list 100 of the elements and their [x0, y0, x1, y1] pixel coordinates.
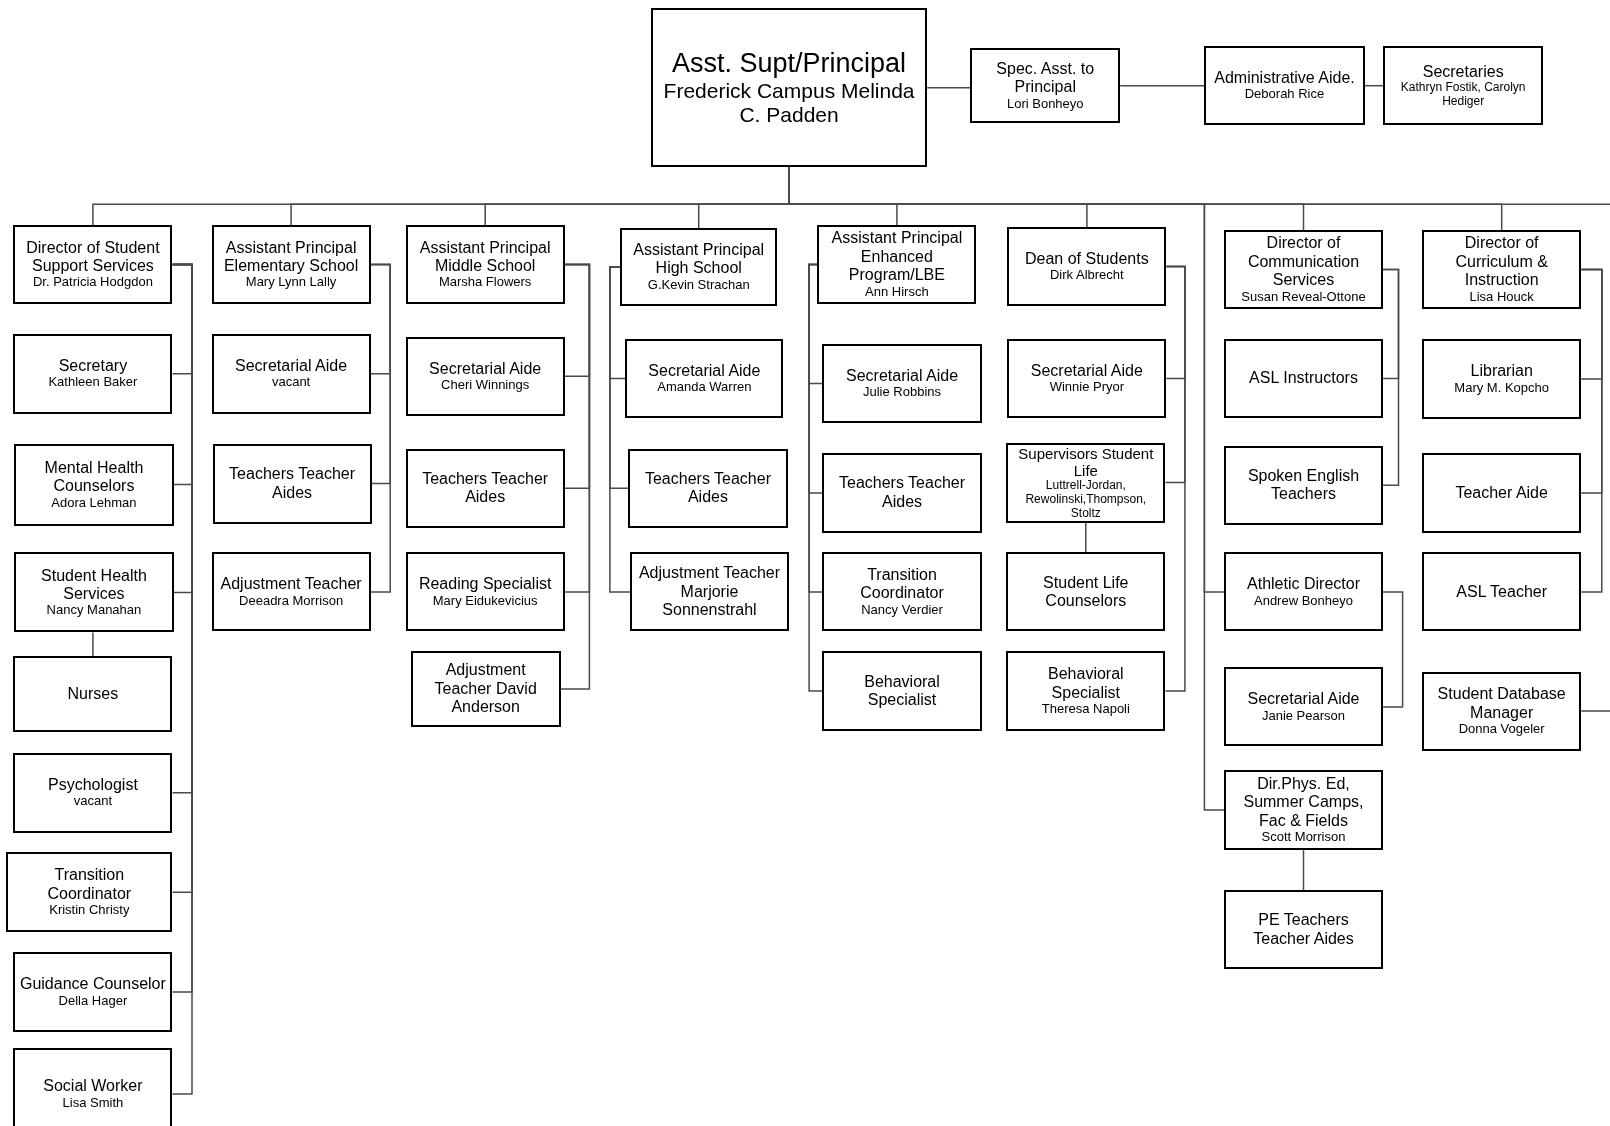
connector-line — [1382, 591, 1404, 708]
position-box — [625, 338, 784, 418]
person-name: Lori Bonheyo — [1006, 96, 1084, 112]
position-title: Assistant Principal High School — [632, 241, 766, 278]
position-title: Asst. Supt/Principal — [672, 48, 907, 80]
person-name: G.Kevin Strachan — [647, 277, 750, 293]
position-box — [13, 333, 173, 414]
position-box — [410, 650, 561, 727]
person-name: Julie Robbins — [863, 385, 942, 401]
person-name: Mary Eidukevicius — [432, 593, 538, 609]
position-title: Teachers Teacher Aides — [228, 465, 357, 502]
position-box — [1422, 338, 1582, 419]
connector-line — [609, 266, 632, 593]
position-title: Secretarial Aide — [235, 357, 348, 376]
position-box — [1223, 338, 1384, 418]
connector-line — [1363, 84, 1384, 87]
position-title: Dir.Phys. Ed, Summer Camps, Fac & Fields — [1242, 775, 1365, 831]
position-title: Secretarial Aide — [1030, 361, 1143, 381]
position-box — [13, 951, 173, 1032]
person-name: Amanda Warren — [657, 380, 752, 395]
position-title: Director of Curriculum & Instruction — [1454, 234, 1549, 290]
person-name: Kathryn Fostik, Carolyn Hediger — [1399, 81, 1527, 109]
person-name: Andrew Bonheyo — [1254, 593, 1353, 609]
person-name: vacant — [73, 794, 113, 810]
position-box — [628, 448, 788, 528]
connector-line — [1382, 268, 1400, 486]
person-name: Deborah Rice — [1244, 87, 1325, 103]
position-box — [1007, 338, 1167, 418]
position-box — [13, 752, 173, 833]
position-box — [1006, 442, 1166, 523]
position-box — [14, 552, 174, 633]
position-box — [620, 227, 778, 306]
position-title: Assistant Principal Middle School — [418, 238, 552, 276]
position-box — [970, 48, 1121, 124]
position-title: Teachers Teacher Aides — [643, 469, 772, 507]
position-title: Assistant Principal Enhanced Program/LBE — [830, 229, 964, 285]
position-title: Social Worker — [43, 1077, 143, 1096]
connector-line — [1302, 849, 1305, 891]
position-title: ASL Teacher — [1456, 582, 1548, 602]
person-name: vacant — [271, 375, 311, 391]
position-title: Athletic Director — [1247, 575, 1360, 594]
person-name: Winnie Pryor — [1049, 380, 1125, 395]
position-title: Director of Student Support Services — [25, 238, 161, 276]
position-title: Spoken English Teachers — [1246, 466, 1361, 504]
person-name: Kristin Christy — [49, 903, 130, 919]
position-box — [630, 552, 789, 632]
position-box — [405, 448, 565, 528]
person-name: Marsha Flowers — [438, 275, 532, 291]
position-title: Mental Health Counselors — [43, 458, 145, 496]
person-name: Frederick Campus Melinda C. Padden — [662, 79, 916, 128]
person-name: Adora Lehman — [51, 495, 137, 511]
position-title: Secretarial Aide — [429, 359, 542, 379]
position-title: Director of Communication Services — [1246, 234, 1361, 290]
position-box — [1007, 226, 1167, 306]
position-title: Teachers Teacher Aides — [421, 469, 550, 507]
connector-line — [926, 87, 972, 89]
position-box — [211, 552, 371, 632]
position-title: Librarian — [1470, 362, 1533, 381]
position-box — [405, 224, 565, 304]
position-box — [13, 656, 173, 733]
position-title: Secretarial Aide — [846, 366, 959, 386]
position-title: Student Health Services — [40, 566, 148, 604]
person-name: Nancy Verdier — [861, 602, 943, 618]
position-title: Adjustment Teacher David Anderson — [433, 661, 538, 717]
position-box — [6, 852, 173, 933]
position-box — [1204, 46, 1365, 126]
position-title: Secretarial Aide — [648, 361, 761, 381]
position-title: Secretaries — [1422, 62, 1504, 82]
position-box — [1422, 671, 1582, 751]
person-name: Susan Reveal-Ottone — [1241, 289, 1366, 305]
position-title: Nurses — [67, 684, 119, 704]
position-box — [211, 224, 371, 304]
person-name: Lisa Houck — [1469, 289, 1534, 305]
connector-line — [369, 263, 391, 593]
position-title: Adjustment Teacher — [220, 575, 362, 594]
person-name: Donna Vogeler — [1458, 721, 1545, 737]
position-title: Assistant Principal Elementary School — [222, 238, 360, 276]
position-box — [1006, 552, 1166, 632]
position-title: Reading Specialist — [418, 575, 552, 594]
connector-line — [92, 631, 94, 657]
person-name: Mary Lynn Lally — [245, 275, 337, 291]
position-box — [14, 443, 174, 526]
person-name: Dr. Patricia Hodgdon — [32, 275, 153, 291]
position-title: Secretarial Aide — [1247, 690, 1360, 709]
position-title: Student Database Manager — [1436, 685, 1567, 722]
position-box — [822, 650, 982, 732]
position-title: Behavioral Specialist — [863, 672, 941, 710]
person-name: Dirk Albrecht — [1050, 268, 1124, 284]
position-box — [1422, 230, 1582, 310]
person-name: Della Hager — [58, 993, 128, 1009]
connector-line — [808, 263, 824, 692]
position-box — [13, 1048, 173, 1126]
position-title: Student Life Counselors — [1042, 573, 1130, 611]
person-name: Cheri Winnings — [441, 378, 530, 393]
position-box — [822, 452, 982, 533]
person-name: Luttrell-Jordan, Rewolinski,Thompson, Stoltz — [1024, 479, 1148, 521]
connector-line — [1164, 265, 1186, 692]
connector-line — [559, 263, 591, 690]
position-box — [650, 8, 928, 168]
position-title: PE Teachers Teacher Aides — [1252, 911, 1355, 949]
